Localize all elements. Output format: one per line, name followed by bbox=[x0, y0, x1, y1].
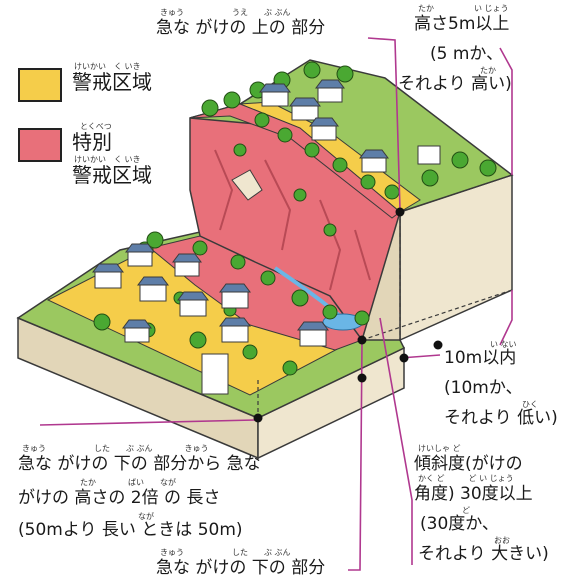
slope-line-2: 角度) 30度以上 bbox=[414, 484, 533, 504]
height-line-3: それより 高い) bbox=[398, 74, 512, 94]
dashed-guides bbox=[257, 212, 513, 418]
height-line-1: 高さ5m以上 bbox=[414, 14, 510, 34]
slope-ruby-3: ど bbox=[462, 506, 470, 515]
legend-special-ruby-1: とくべつ bbox=[80, 122, 112, 131]
cliff-cracks bbox=[214, 149, 371, 291]
cliff-rock bbox=[231, 169, 263, 201]
callout-lines bbox=[39, 37, 513, 571]
below-ruby-3: なが bbox=[138, 512, 154, 521]
slope-line-1: 傾斜度(がけの bbox=[414, 454, 523, 474]
within-line-3: それより 低い) bbox=[444, 408, 558, 428]
below-ruby-2: たか ばい なが bbox=[80, 478, 176, 487]
slope-ruby-2: かく ど ど い じょう bbox=[418, 474, 514, 483]
below-line-3: (50mより 長い ときは 50m) bbox=[18, 520, 243, 540]
below-line-1: 急な がけの 下の 部分から 急な bbox=[18, 454, 261, 474]
trees bbox=[93, 61, 497, 376]
below-ruby-1: きゅう した ぶ ぶん きゅう bbox=[22, 444, 209, 453]
slope-ruby-4: おお bbox=[494, 536, 510, 545]
slope-line-4: それより 大きい) bbox=[418, 544, 549, 564]
legend-special-label-2: 警戒区域 bbox=[72, 163, 152, 187]
slope-line-3: (30度か、 bbox=[420, 514, 499, 534]
legend-special-label-1: 特別 bbox=[72, 130, 112, 154]
height-line-2: (5 mか、 bbox=[430, 44, 504, 64]
within-ruby-1: い ない bbox=[490, 340, 517, 349]
below-line-2: がけの 高さの 2倍 の 長さ bbox=[18, 488, 221, 508]
top-of-cliff-ruby: きゅう うえ ぶ ぶん bbox=[160, 8, 291, 17]
height-ruby-3: たか bbox=[480, 66, 496, 75]
slope-ruby-1: けいしゃ ど bbox=[418, 444, 461, 453]
bottom-of-cliff-ruby: きゅう した ぶ ぶん bbox=[160, 548, 291, 557]
legend-swatch-caution bbox=[18, 68, 62, 102]
legend-special-ruby-2: けいかい く いき bbox=[74, 155, 141, 164]
legend-caution-ruby: けいかい く いき bbox=[74, 62, 141, 71]
markers bbox=[253, 207, 443, 423]
within-ruby-3: ひく bbox=[522, 400, 538, 409]
legend-caution-label: 警戒区域 bbox=[72, 70, 152, 94]
height-ruby-1: たか い じょう bbox=[418, 4, 509, 13]
within-line-1: 10m以内 bbox=[444, 348, 517, 368]
houses bbox=[92, 79, 441, 395]
bottom-of-cliff-label: 急な がけの 下の 部分 bbox=[156, 558, 326, 578]
legend-swatch-special bbox=[18, 128, 62, 162]
within-line-2: (10mか、 bbox=[444, 378, 523, 398]
top-of-cliff-label: 急な がけの 上の 部分 bbox=[156, 18, 326, 38]
